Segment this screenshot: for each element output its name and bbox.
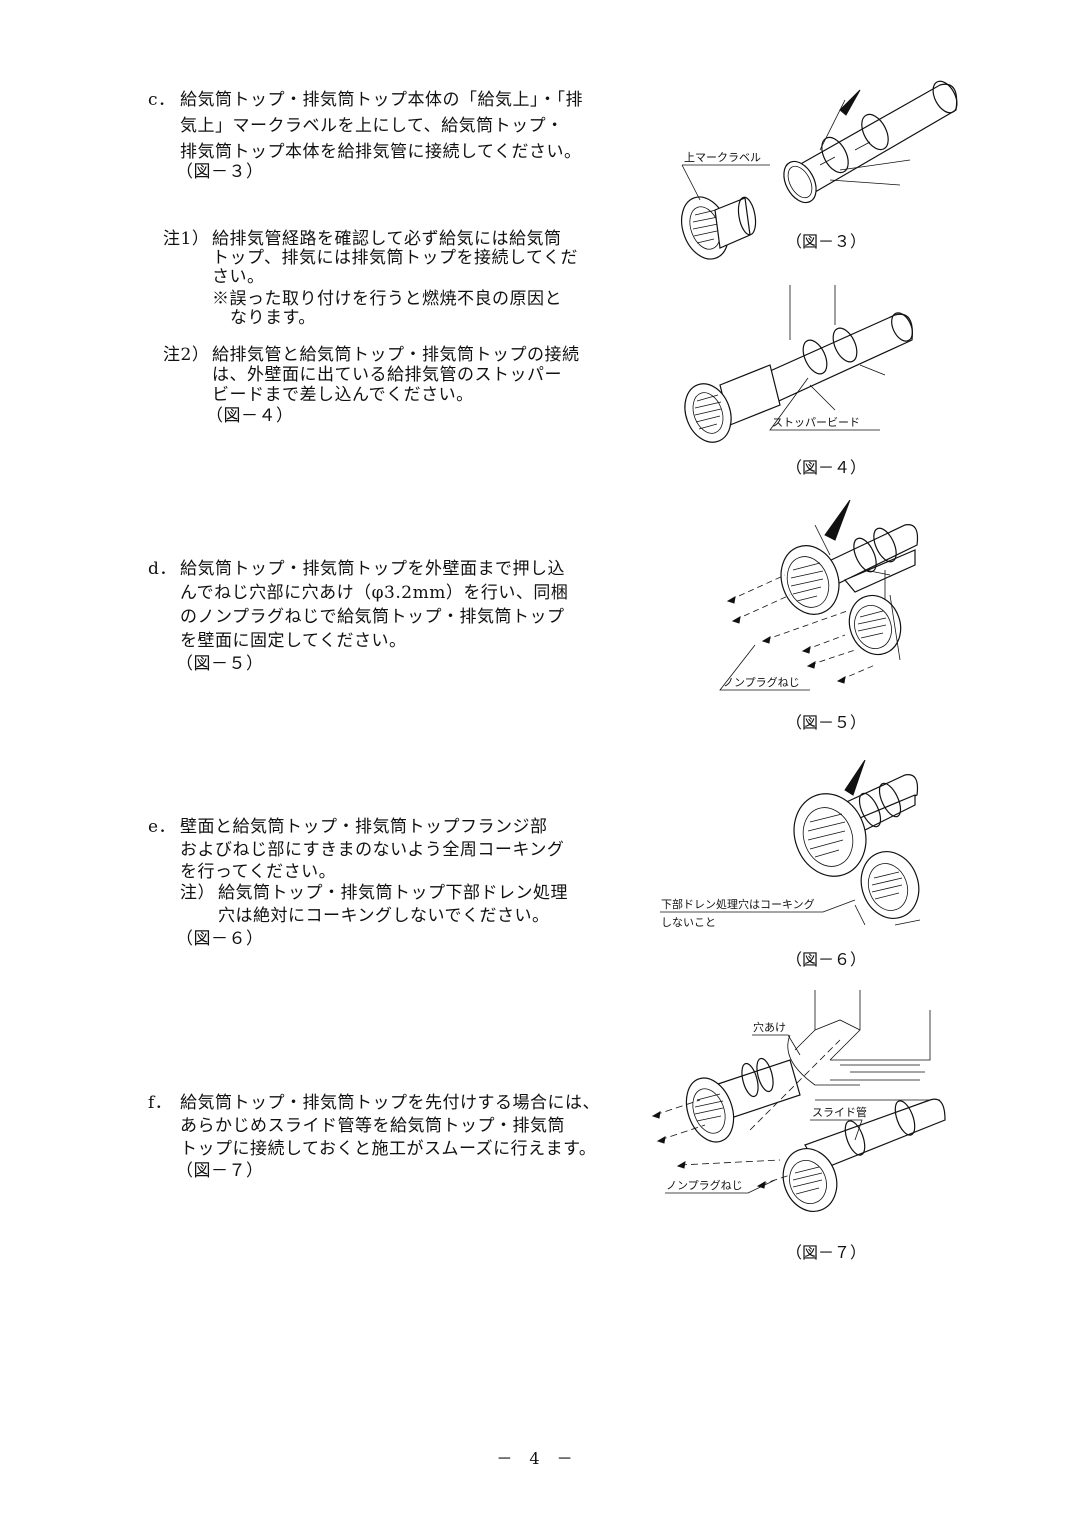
- section-d-line-2: んでねじ穴部に穴あけ（φ3.2mm）を行い、同梱: [180, 583, 569, 603]
- section-d-marker: d．: [148, 559, 177, 579]
- note2-figref: （図－４）: [206, 406, 294, 426]
- figure-6-illustration: 下部ドレン処理穴はコーキング しないこと: [660, 760, 921, 929]
- section-e-note-marker: 注）: [180, 883, 215, 903]
- figure-6-caption: （図－６）: [786, 950, 867, 969]
- note1-line-3: さい。: [212, 267, 265, 287]
- section-c-line-3: 排気筒トップ本体を給排気管に接続してください。: [180, 142, 582, 162]
- figure-3-illustration: 上マークラベル: [681, 80, 958, 260]
- section-e-note-line-1: 給気筒トップ・排気筒トップ下部ドレン処理: [218, 883, 568, 903]
- figure-7-caption: （図－７）: [786, 1243, 867, 1262]
- figure-4-illustration: ストッパービード: [684, 285, 913, 443]
- section-d-figref: （図－５）: [176, 654, 264, 674]
- fig5-label: ノンプラグねじ: [723, 675, 800, 689]
- note1-sub-line-2: なります。: [230, 308, 316, 328]
- note1-marker: 注1）: [163, 229, 210, 249]
- figure-4-caption: （図－４）: [786, 458, 867, 477]
- figure-5-caption: （図－５）: [786, 713, 867, 732]
- fig3-label: 上マークラベル: [684, 151, 761, 164]
- section-d-line-1: 給気筒トップ・排気筒トップを外壁面まで押し込: [180, 559, 565, 579]
- section-e-line-3: を行ってください。: [180, 862, 337, 882]
- fig6-label-line1: 下部ドレン処理穴はコーキング: [661, 897, 815, 911]
- section-f-marker: f．: [148, 1093, 173, 1113]
- section-f-line-2: あらかじめスライド管等を給気筒トップ・排気筒: [180, 1116, 565, 1136]
- note2-marker: 注2）: [163, 345, 210, 365]
- section-e-line-2: およびねじ部にすきまのないよう全周コーキング: [180, 840, 565, 860]
- fig6-label-line2: しないこと: [661, 916, 716, 929]
- fig7-label-screw: ノンプラグねじ: [666, 1178, 743, 1192]
- section-c-marker: c．: [148, 90, 176, 110]
- figure-3-caption: （図－３）: [786, 232, 867, 251]
- note2-line-2: は、外壁面に出ている給排気管のストッパー: [212, 365, 562, 385]
- note2-line-3: ビードまで差し込んでください。: [212, 385, 474, 405]
- figure-7-illustration: 穴あけ スライド管 ノンプラグねじ: [651, 990, 946, 1212]
- page-number: － 4 －: [496, 1449, 579, 1468]
- section-f-figref: （図－７）: [176, 1161, 264, 1181]
- section-e-note-line-2: 穴は絶対にコーキングしないでください。: [218, 906, 550, 926]
- section-d-line-3: のノンプラグねじで給気筒トップ・排気筒トップ: [180, 607, 565, 627]
- section-c-line-1: 給気筒トップ・排気筒トップ本体の「給気上」・「排: [180, 90, 583, 110]
- section-f-line-3: トップに接続しておくと施工がスムーズに行えます。: [180, 1139, 597, 1159]
- fig7-label-slide: スライド管: [812, 1105, 867, 1119]
- section-e-line-1: 壁面と給気筒トップ・排気筒トップフランジ部: [180, 817, 548, 837]
- section-c-line-2: 気上」マークラベルを上にして、給気筒トップ・: [180, 116, 564, 136]
- figure-5-illustration: ノンプラグねじ: [719, 500, 919, 691]
- note1-sub-line-1: ※誤った取り付けを行うと燃焼不良の原因と: [212, 289, 562, 309]
- note1-line-1: 給排気管経路を確認して必ず給気には給気筒: [212, 229, 562, 249]
- section-e-marker: e．: [148, 817, 177, 837]
- note1-line-2: トップ、排気には排気筒トップを接続してくだ: [212, 248, 578, 268]
- section-d-line-4: を壁面に固定してください。: [180, 631, 407, 651]
- fig4-label: ストッパービード: [772, 416, 860, 429]
- section-c-figref: （図－３）: [176, 162, 264, 182]
- section-e-figref: （図－６）: [176, 929, 264, 949]
- section-f-line-1: 給気筒トップ・排気筒トップを先付けする場合には、: [180, 1093, 600, 1113]
- note2-line-1: 給排気管と給気筒トップ・排気筒トップの接続: [212, 345, 580, 365]
- fig7-label-hole: 穴あけ: [753, 1020, 786, 1034]
